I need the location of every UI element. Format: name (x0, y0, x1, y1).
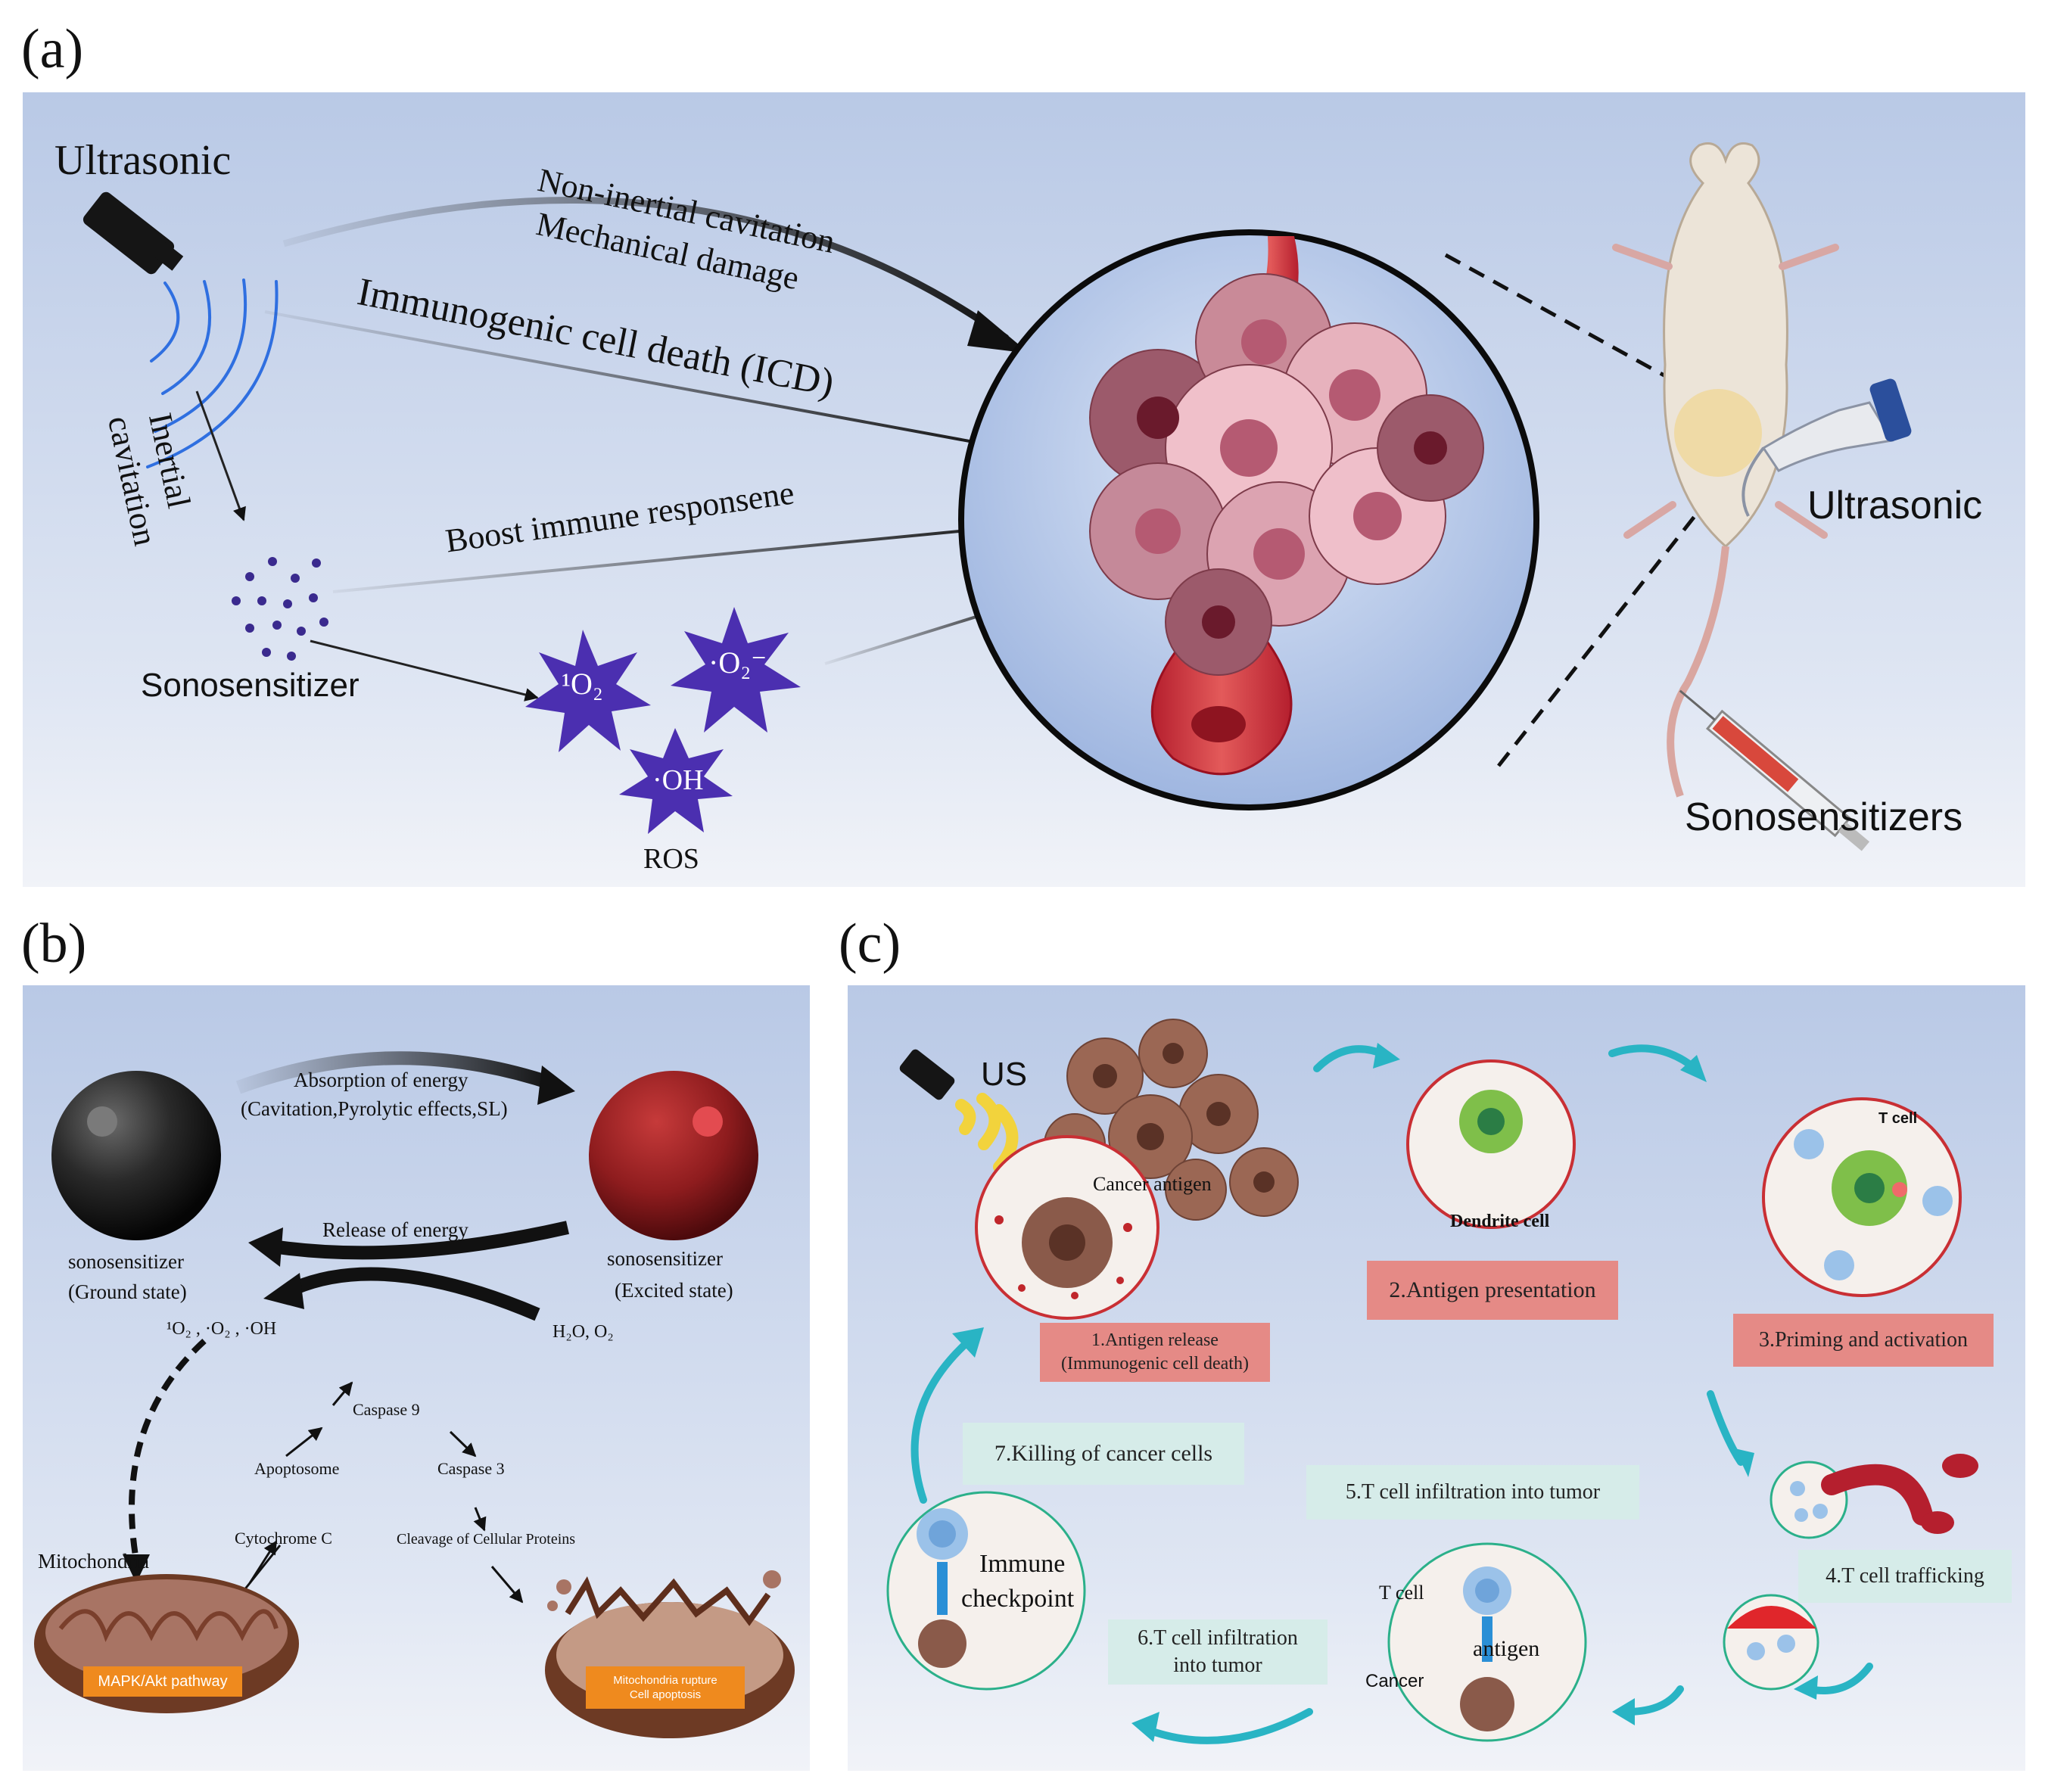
h2o-label: H₂O, O₂ (552, 1322, 614, 1342)
immune-label-2: checkpoint (961, 1585, 1075, 1613)
step6-line1: 6.T cell infiltration (1138, 1626, 1298, 1650)
arrow-icd (264, 310, 1007, 450)
step6-box: 6.T cell infiltration into tumor (1108, 1619, 1328, 1685)
cytochrome-label: Cytochrome C (235, 1529, 332, 1548)
ros-stars-icon (525, 607, 801, 834)
apoptosome-label: Apoptosome (254, 1459, 340, 1478)
arrow-cavitation (282, 196, 1009, 341)
rupture-line1: Mitochondria rupture (613, 1673, 717, 1687)
panel-b-graphic (23, 985, 810, 1771)
absorption-label: Absorption of energy (294, 1069, 468, 1091)
immune-label-1: Immune (979, 1550, 1066, 1578)
step5-box: 5.T cell infiltration into tumor (1306, 1465, 1639, 1520)
ultrasonic-right-label: Ultrasonic (1807, 484, 1983, 527)
rupture-tag: Mitochondria rupture Cell apoptosis (586, 1666, 745, 1709)
excited-state-label: (Excited state) (615, 1279, 733, 1302)
panel-c-graphic (848, 985, 2025, 1771)
step3-box: 3.Priming and activation (1733, 1314, 1994, 1367)
sonosensitizer-label: Sonosensitizer (141, 667, 360, 704)
ros-label: ROS (643, 843, 699, 875)
ground-name-label: sonosensitizer (68, 1250, 184, 1273)
cleavage-label: Cleavage of Cellular Proteins (397, 1531, 576, 1548)
absorption-detail-label: (Cavitation,Pyrolytic effects,SL) (241, 1097, 508, 1120)
panel-a-letter: (a) (21, 18, 84, 80)
ros-label-b: ¹O₂ , ·O₂ , ·OH (167, 1319, 277, 1339)
ros1-label: ¹O₂ (562, 667, 603, 701)
ultrasonic-left-label: Ultrasonic (54, 137, 232, 184)
step6-line2: into tumor (1173, 1654, 1262, 1677)
panel-b: Absorption of energy (Cavitation,Pyrolyt… (23, 985, 810, 1771)
tumor-circle (958, 229, 1539, 810)
rupture-line2: Cell apoptosis (629, 1688, 702, 1701)
sonosensitizers-label: Sonosensitizers (1685, 795, 1963, 839)
arrow-inertial (195, 390, 246, 521)
tcell-top-label: T cell (1878, 1110, 1918, 1127)
step2-box: 2.Antigen presentation (1367, 1261, 1618, 1320)
cancer-antigen-label: Cancer antigen (1093, 1173, 1212, 1195)
excited-name-label: sonosensitizer (607, 1247, 723, 1270)
dendrite-label: Dendrite cell (1450, 1212, 1550, 1231)
antigen-label: antigen (1473, 1636, 1540, 1661)
step1-line1: 1.Antigen release (1091, 1330, 1219, 1350)
caspase9-label: Caspase 9 (353, 1400, 420, 1419)
mapk-tag: MAPK/Akt pathway (83, 1666, 242, 1697)
ultrasound-probe-icon (1742, 378, 1912, 517)
ground-sphere-icon (51, 1071, 221, 1240)
step1-line2: (Immunogenic cell death) (1061, 1354, 1249, 1374)
cancer-label: Cancer (1365, 1671, 1424, 1691)
panel-a-graphic (23, 92, 2025, 887)
panel-b-letter: (b) (21, 913, 87, 975)
panel-c: US Cancer antigen 1.Antigen release (Imm… (848, 985, 2025, 1771)
mouse-icon (1612, 142, 1839, 798)
us-label: US (981, 1056, 1028, 1093)
ground-state-label: (Ground state) (68, 1280, 187, 1303)
release-label: Release of energy (322, 1218, 468, 1241)
arrow-sono-ros (310, 639, 539, 702)
mitochondria-label: Mitochondria (38, 1550, 149, 1573)
step4-box: 4.T cell trafficking (1798, 1550, 2012, 1603)
tcell-bottom-label: T cell (1379, 1582, 1424, 1604)
excited-sphere-icon (589, 1071, 758, 1240)
syringe-icon (1679, 689, 1870, 851)
panel-c-letter: (c) (839, 913, 901, 975)
step1-box: 1.Antigen release (Immunogenic cell deat… (1040, 1323, 1270, 1382)
panel-a: Ultrasonic Non-inertial cavitation Mecha… (23, 92, 2025, 887)
sonosensitizer-dots-icon (232, 557, 328, 661)
caspase3-label: Caspase 3 (437, 1459, 505, 1478)
ros2-label: ·O₂⁻ (708, 646, 767, 680)
ros3-label: ·OH (652, 764, 704, 796)
transducer-icon (82, 191, 184, 275)
arrow-boost (332, 522, 1038, 593)
step7-box: 7.Killing of cancer cells (963, 1423, 1244, 1485)
